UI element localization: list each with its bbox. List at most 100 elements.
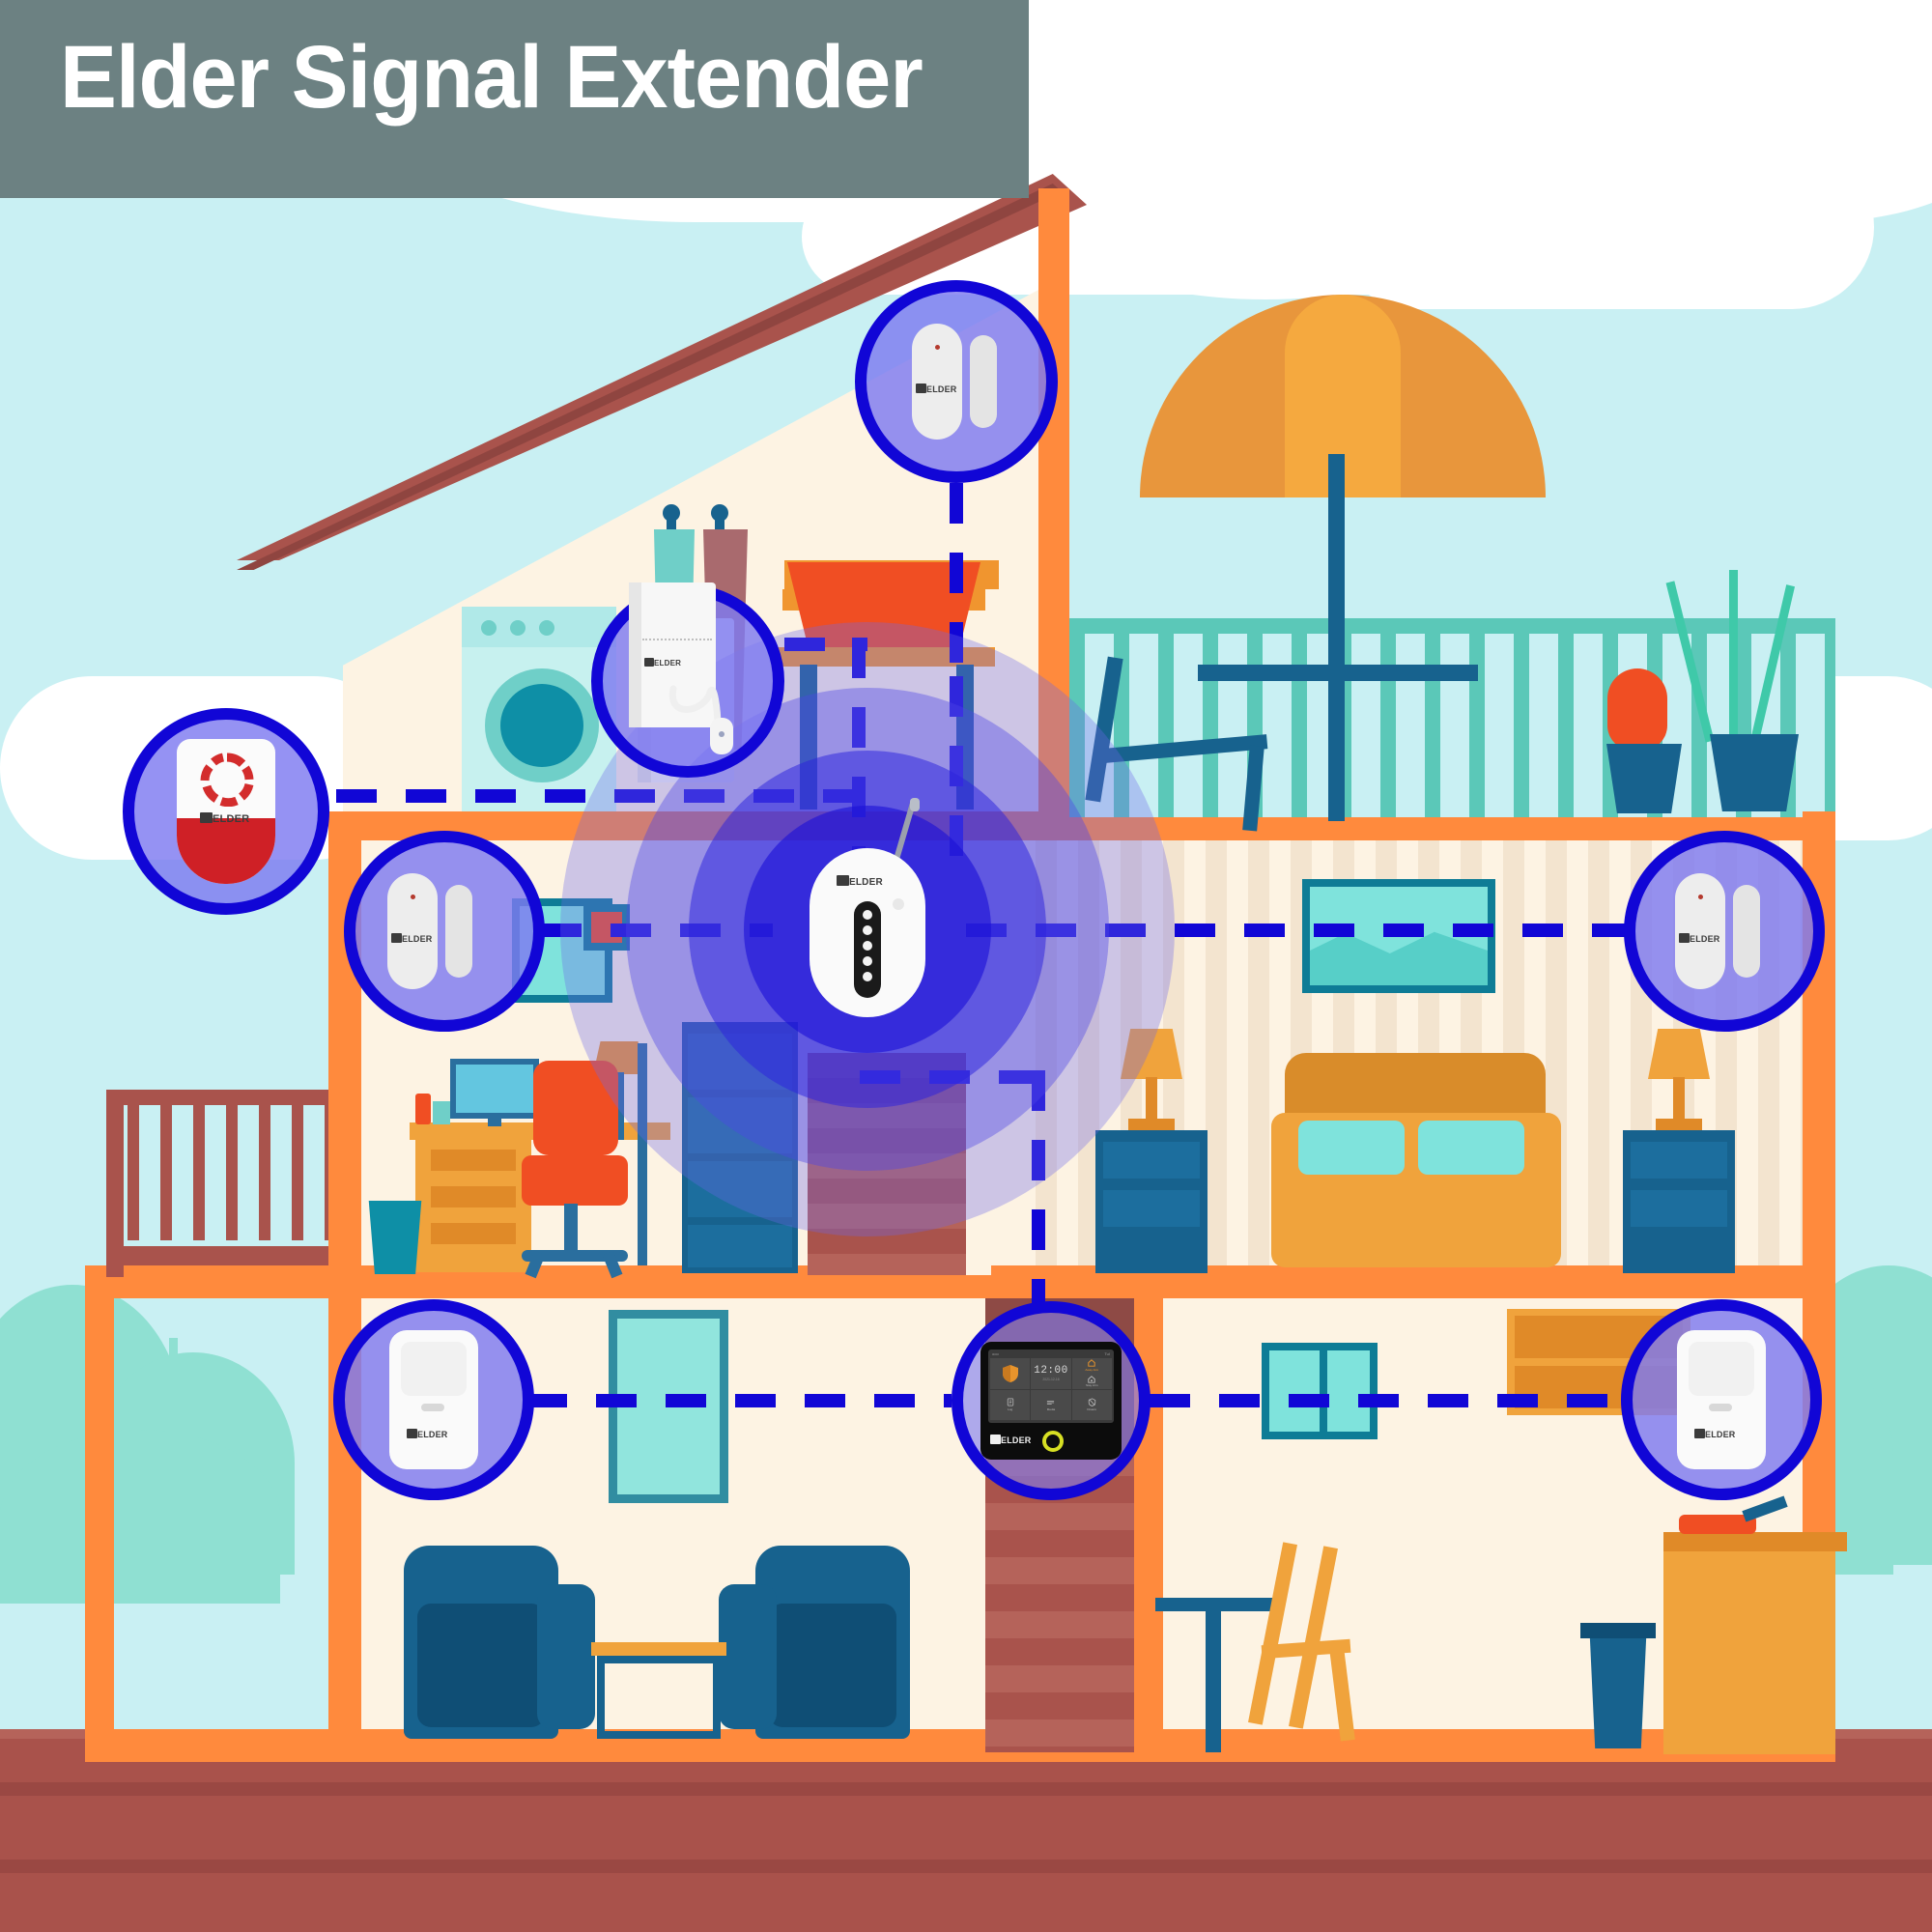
hotspot-pir-kitchen[interactable]: ELDER (1621, 1299, 1822, 1500)
sensor-magnet (1733, 885, 1760, 978)
hotspot-alarm-panel[interactable]: ooo TuI 12:00 2021-12-16 (952, 1301, 1151, 1500)
kitchen-counter (1663, 1542, 1835, 1754)
extender-highlight (893, 898, 904, 910)
kitchen-bin (1589, 1633, 1647, 1748)
stove-icon (1679, 1515, 1756, 1534)
coffee-table-top (591, 1642, 726, 1656)
path-hub-to-bedroom-window (966, 923, 1633, 937)
elder-logo-icon (837, 875, 849, 886)
hotspot-signal-extender[interactable]: ELDER (810, 798, 925, 1017)
ground-line (0, 1782, 1932, 1796)
panel-away-arm-label: Away Arm (1085, 1367, 1099, 1372)
cactus-icon (1607, 668, 1667, 751)
door-window-sensor: ELDER (380, 873, 497, 989)
hotspot-door-sensor-attic[interactable]: ELDER (855, 280, 1058, 483)
panel-tile-disarm[interactable]: Disarm (1071, 1389, 1112, 1420)
armchair-arm (537, 1584, 595, 1729)
pir-lens (1689, 1342, 1754, 1396)
left-balcony-post (106, 1094, 124, 1277)
floor-lamp-pole (638, 1043, 647, 1265)
plant-pot (1710, 734, 1799, 811)
table-lamp-stem (1146, 1077, 1157, 1122)
cabinet-shelf (688, 1097, 792, 1153)
elder-logo-icon (391, 933, 402, 943)
brand-label: ELDER (1694, 1429, 1736, 1440)
led-icon (1698, 895, 1703, 899)
led-icon (411, 895, 415, 899)
sensor-magnet (445, 885, 472, 978)
heater-seam (642, 639, 712, 642)
elder-logo-icon (990, 1435, 1001, 1444)
table-lamp-shade (1121, 1029, 1182, 1079)
stay-arm-icon (1088, 1375, 1095, 1383)
towel-hook-knob (663, 504, 680, 522)
washer-knob-icon (510, 620, 526, 636)
led-icon (863, 910, 872, 920)
armchair-seat (417, 1604, 545, 1727)
hotspot-outdoor-siren[interactable]: ELDER (123, 708, 329, 915)
balcony-table-top (1198, 665, 1478, 681)
sensor-body (1675, 873, 1725, 989)
sensor-body (387, 873, 438, 989)
hotspot-window-sensor-study[interactable]: ELDER (344, 831, 545, 1032)
washer-knob-icon (539, 620, 554, 636)
monitor-display (456, 1065, 533, 1113)
sensor-body (912, 324, 962, 440)
panel-brand-label: ELDER (990, 1435, 1032, 1446)
cabinet-shelf (688, 1161, 792, 1217)
desk-lamp-arm (614, 1072, 624, 1140)
brand-label: ELDER (916, 384, 957, 395)
hotspot-pir-living-room[interactable]: ELDER (333, 1299, 534, 1500)
bush-stem (58, 1391, 67, 1468)
siren-strobe-lens (177, 818, 275, 884)
hotspot-water-leak-sensor[interactable]: ELDER (591, 582, 784, 778)
panel-screen[interactable]: ooo TuI 12:00 2021-12-16 (988, 1350, 1114, 1423)
path-hub-to-panel-v (1032, 1070, 1045, 1312)
panel-status-left: ooo (992, 1351, 999, 1356)
table-lamp-stem (1673, 1077, 1685, 1122)
sensor-magnet (970, 335, 997, 428)
panel-tile-stay-arm[interactable]: Stay Arm (1071, 1374, 1112, 1389)
heater-side (629, 582, 641, 727)
disarm-icon (1088, 1398, 1095, 1407)
leak-probe-cable (668, 685, 722, 731)
left-balcony-floor (106, 1246, 328, 1265)
kitchen-table-leg (1206, 1611, 1221, 1752)
nightstand-drawer (1103, 1190, 1200, 1227)
outdoor-siren: ELDER (163, 739, 289, 884)
led-icon (863, 956, 872, 966)
led-icon (863, 941, 872, 951)
pillow (1298, 1121, 1405, 1175)
elder-logo-icon (644, 658, 654, 667)
drawer (431, 1150, 516, 1171)
towel-hook-knob (711, 504, 728, 522)
siren-speaker-icon (200, 753, 254, 807)
panel-tile-media[interactable]: Media (1031, 1389, 1071, 1420)
page-title: Elder Signal Extender (60, 28, 923, 127)
washer-knob-icon (481, 620, 497, 636)
power-ring-button[interactable] (1042, 1431, 1064, 1452)
left-balcony-rail-top (106, 1090, 328, 1105)
monitor-stand (488, 1119, 501, 1126)
chair-post (564, 1204, 578, 1256)
led-icon (863, 972, 872, 981)
panel-tile-away-arm[interactable]: Away Arm (1071, 1358, 1112, 1374)
plant-pot (1606, 744, 1682, 813)
nightstand-drawer (1631, 1190, 1727, 1227)
table-lamp-base (1128, 1119, 1175, 1130)
balcony-railing-top (1069, 618, 1835, 636)
cloud-icon (1333, 145, 1874, 309)
panel-tile-log[interactable]: Log (990, 1389, 1031, 1420)
attic-right-wall (1038, 188, 1069, 816)
led-icon (935, 345, 940, 350)
brand-label: ELDER (644, 658, 681, 668)
hotspot-window-sensor-bedroom[interactable]: ELDER (1624, 831, 1825, 1032)
cup-icon (433, 1101, 450, 1124)
home-arm-icon (1088, 1359, 1095, 1368)
panel-tile-shield[interactable] (990, 1358, 1031, 1389)
alarm-control-panel[interactable]: ooo TuI 12:00 2021-12-16 (980, 1342, 1122, 1460)
ground (0, 1739, 1932, 1932)
drawer (431, 1186, 516, 1208)
panel-disarm-label: Disarm (1087, 1407, 1097, 1412)
